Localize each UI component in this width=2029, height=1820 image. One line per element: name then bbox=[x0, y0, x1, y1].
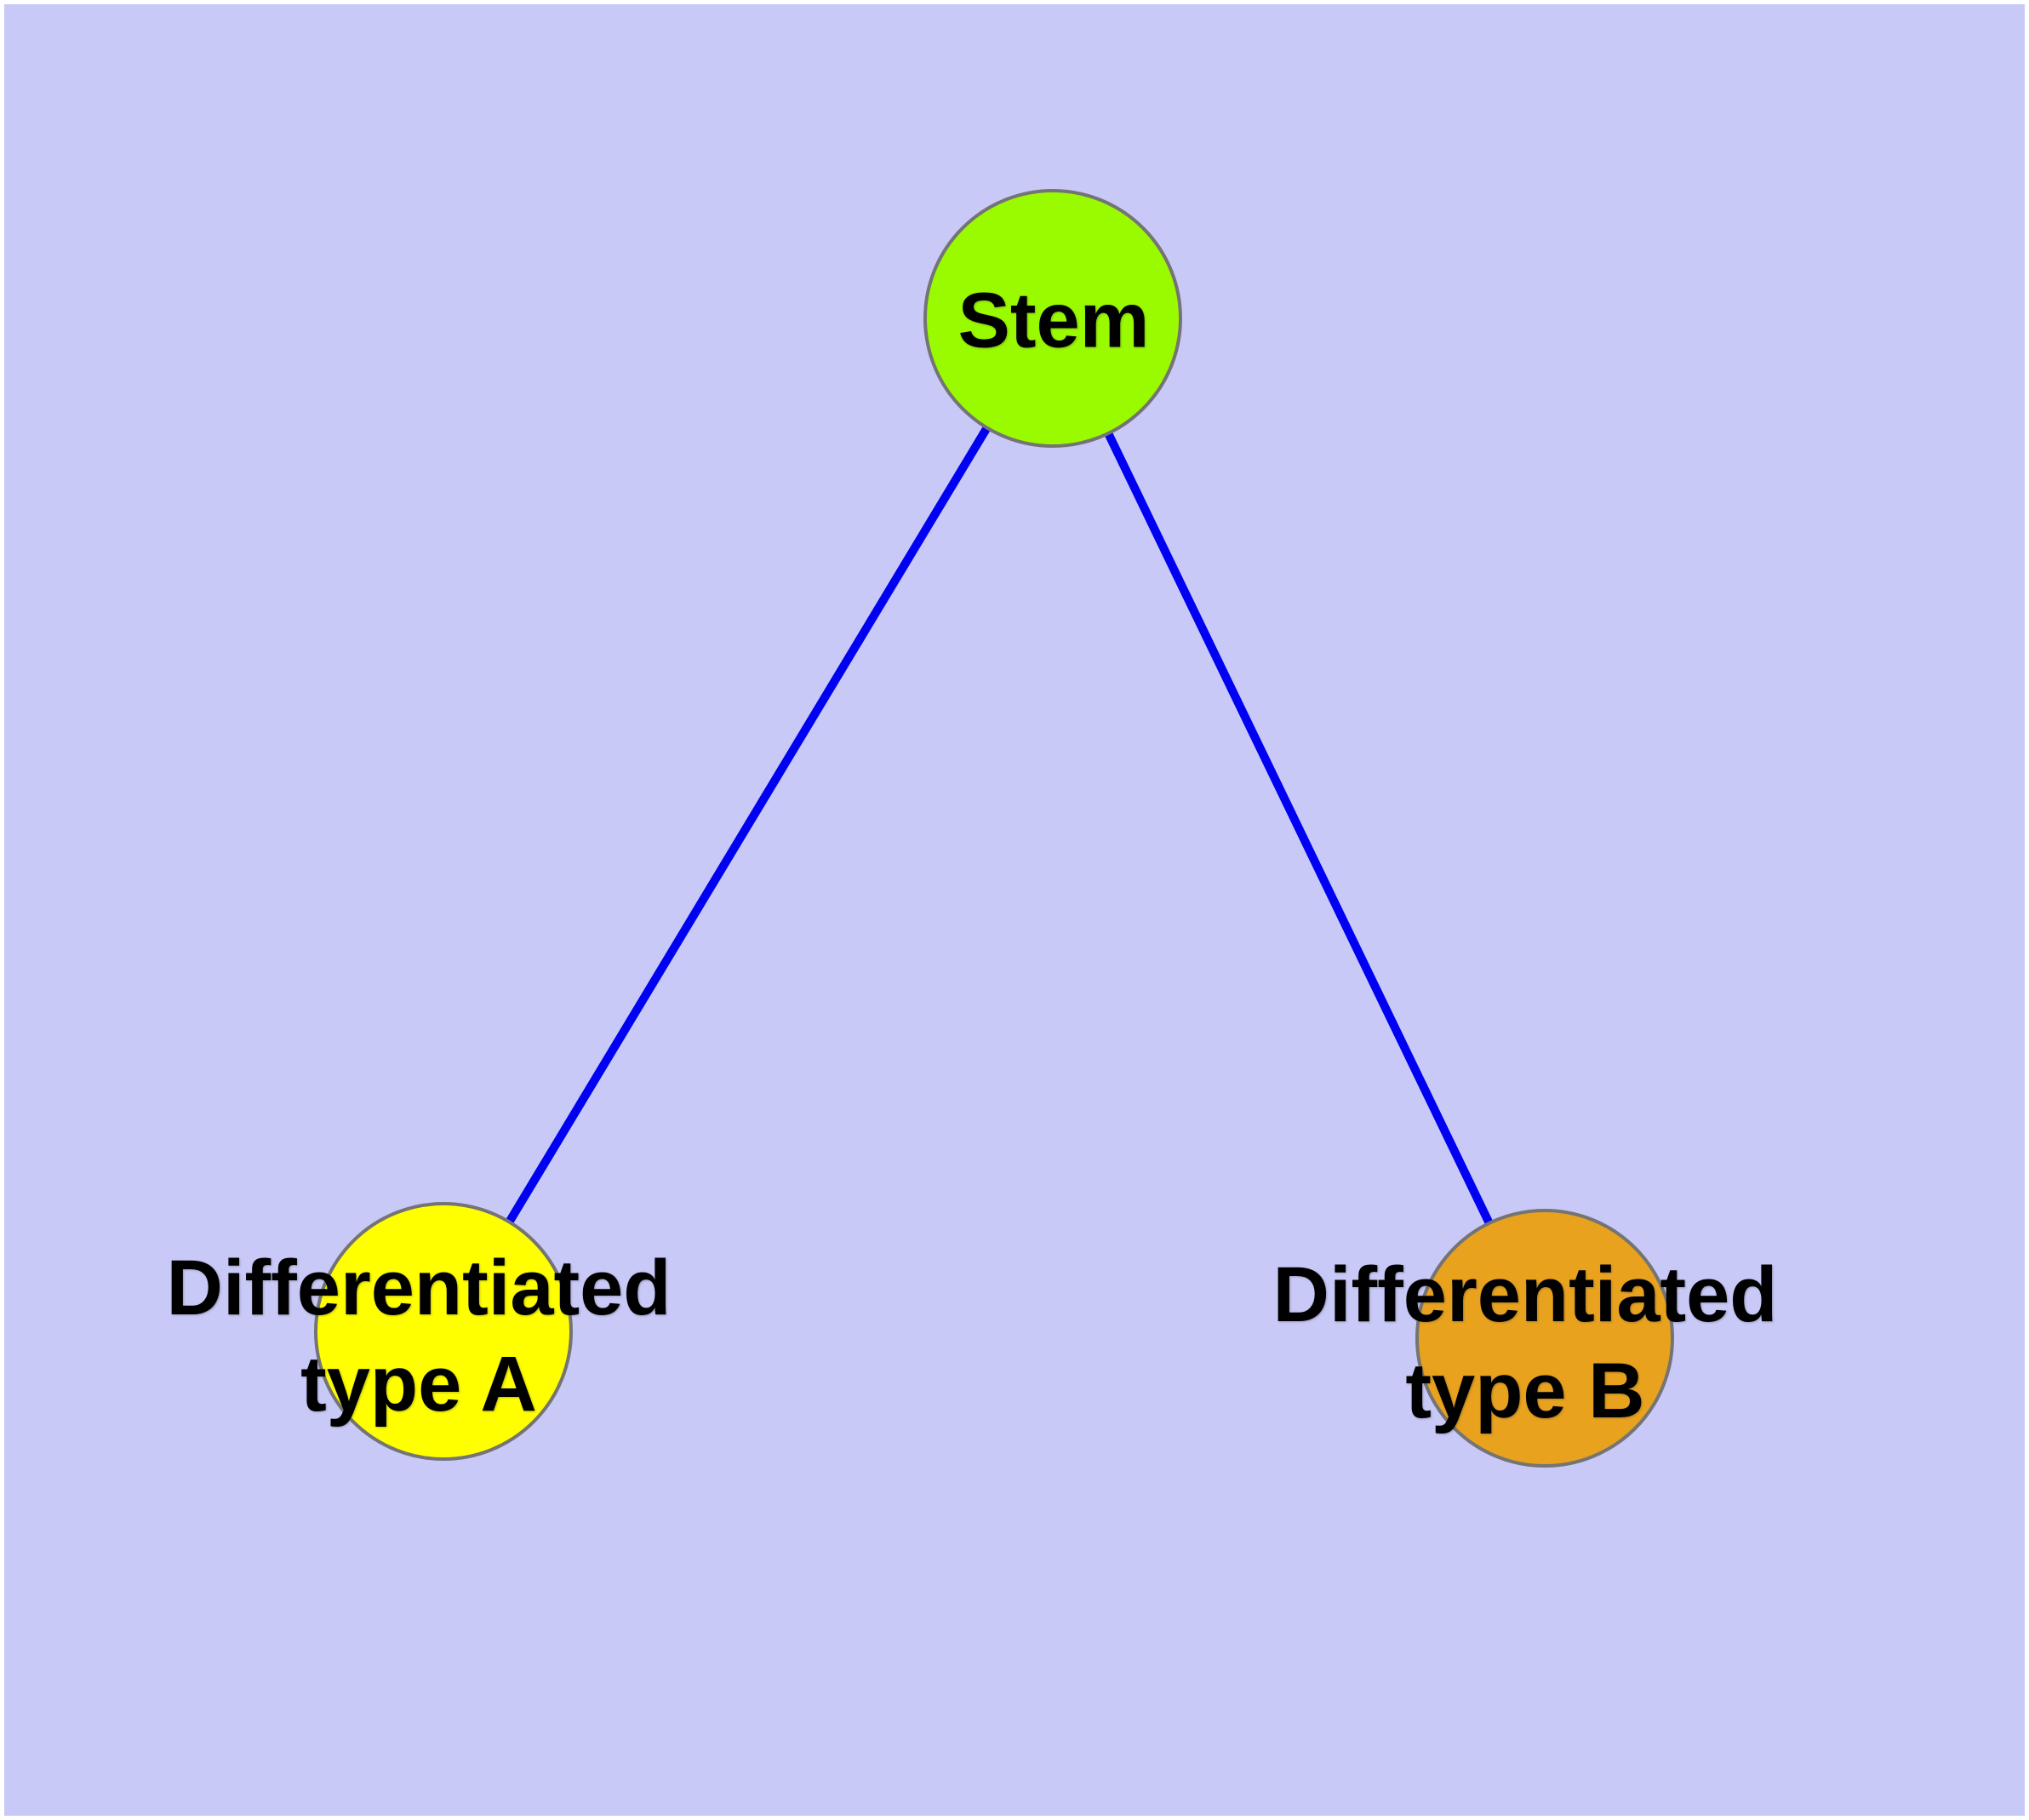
node-label-stem: Stem bbox=[957, 277, 1150, 364]
node-stem-circle bbox=[923, 189, 1182, 448]
node-label-type-b-line1: Differentiated bbox=[1272, 1251, 1778, 1338]
edge-stem-to-type-a bbox=[439, 316, 1057, 1334]
node-label-type-a-line1: Differentiated bbox=[166, 1245, 672, 1331]
node-label-type-b-line2: type B bbox=[1405, 1348, 1645, 1434]
node-label-type-b: Differentiated type B bbox=[1273, 1247, 1778, 1439]
node-label-type-a-line2: type A bbox=[300, 1341, 537, 1428]
node-label-type-a: Differentiated type A bbox=[167, 1240, 672, 1433]
node-type-b-circle bbox=[1415, 1209, 1674, 1468]
edge-stem-to-type-b bbox=[1049, 316, 1549, 1341]
node-type-a-circle bbox=[314, 1202, 573, 1461]
